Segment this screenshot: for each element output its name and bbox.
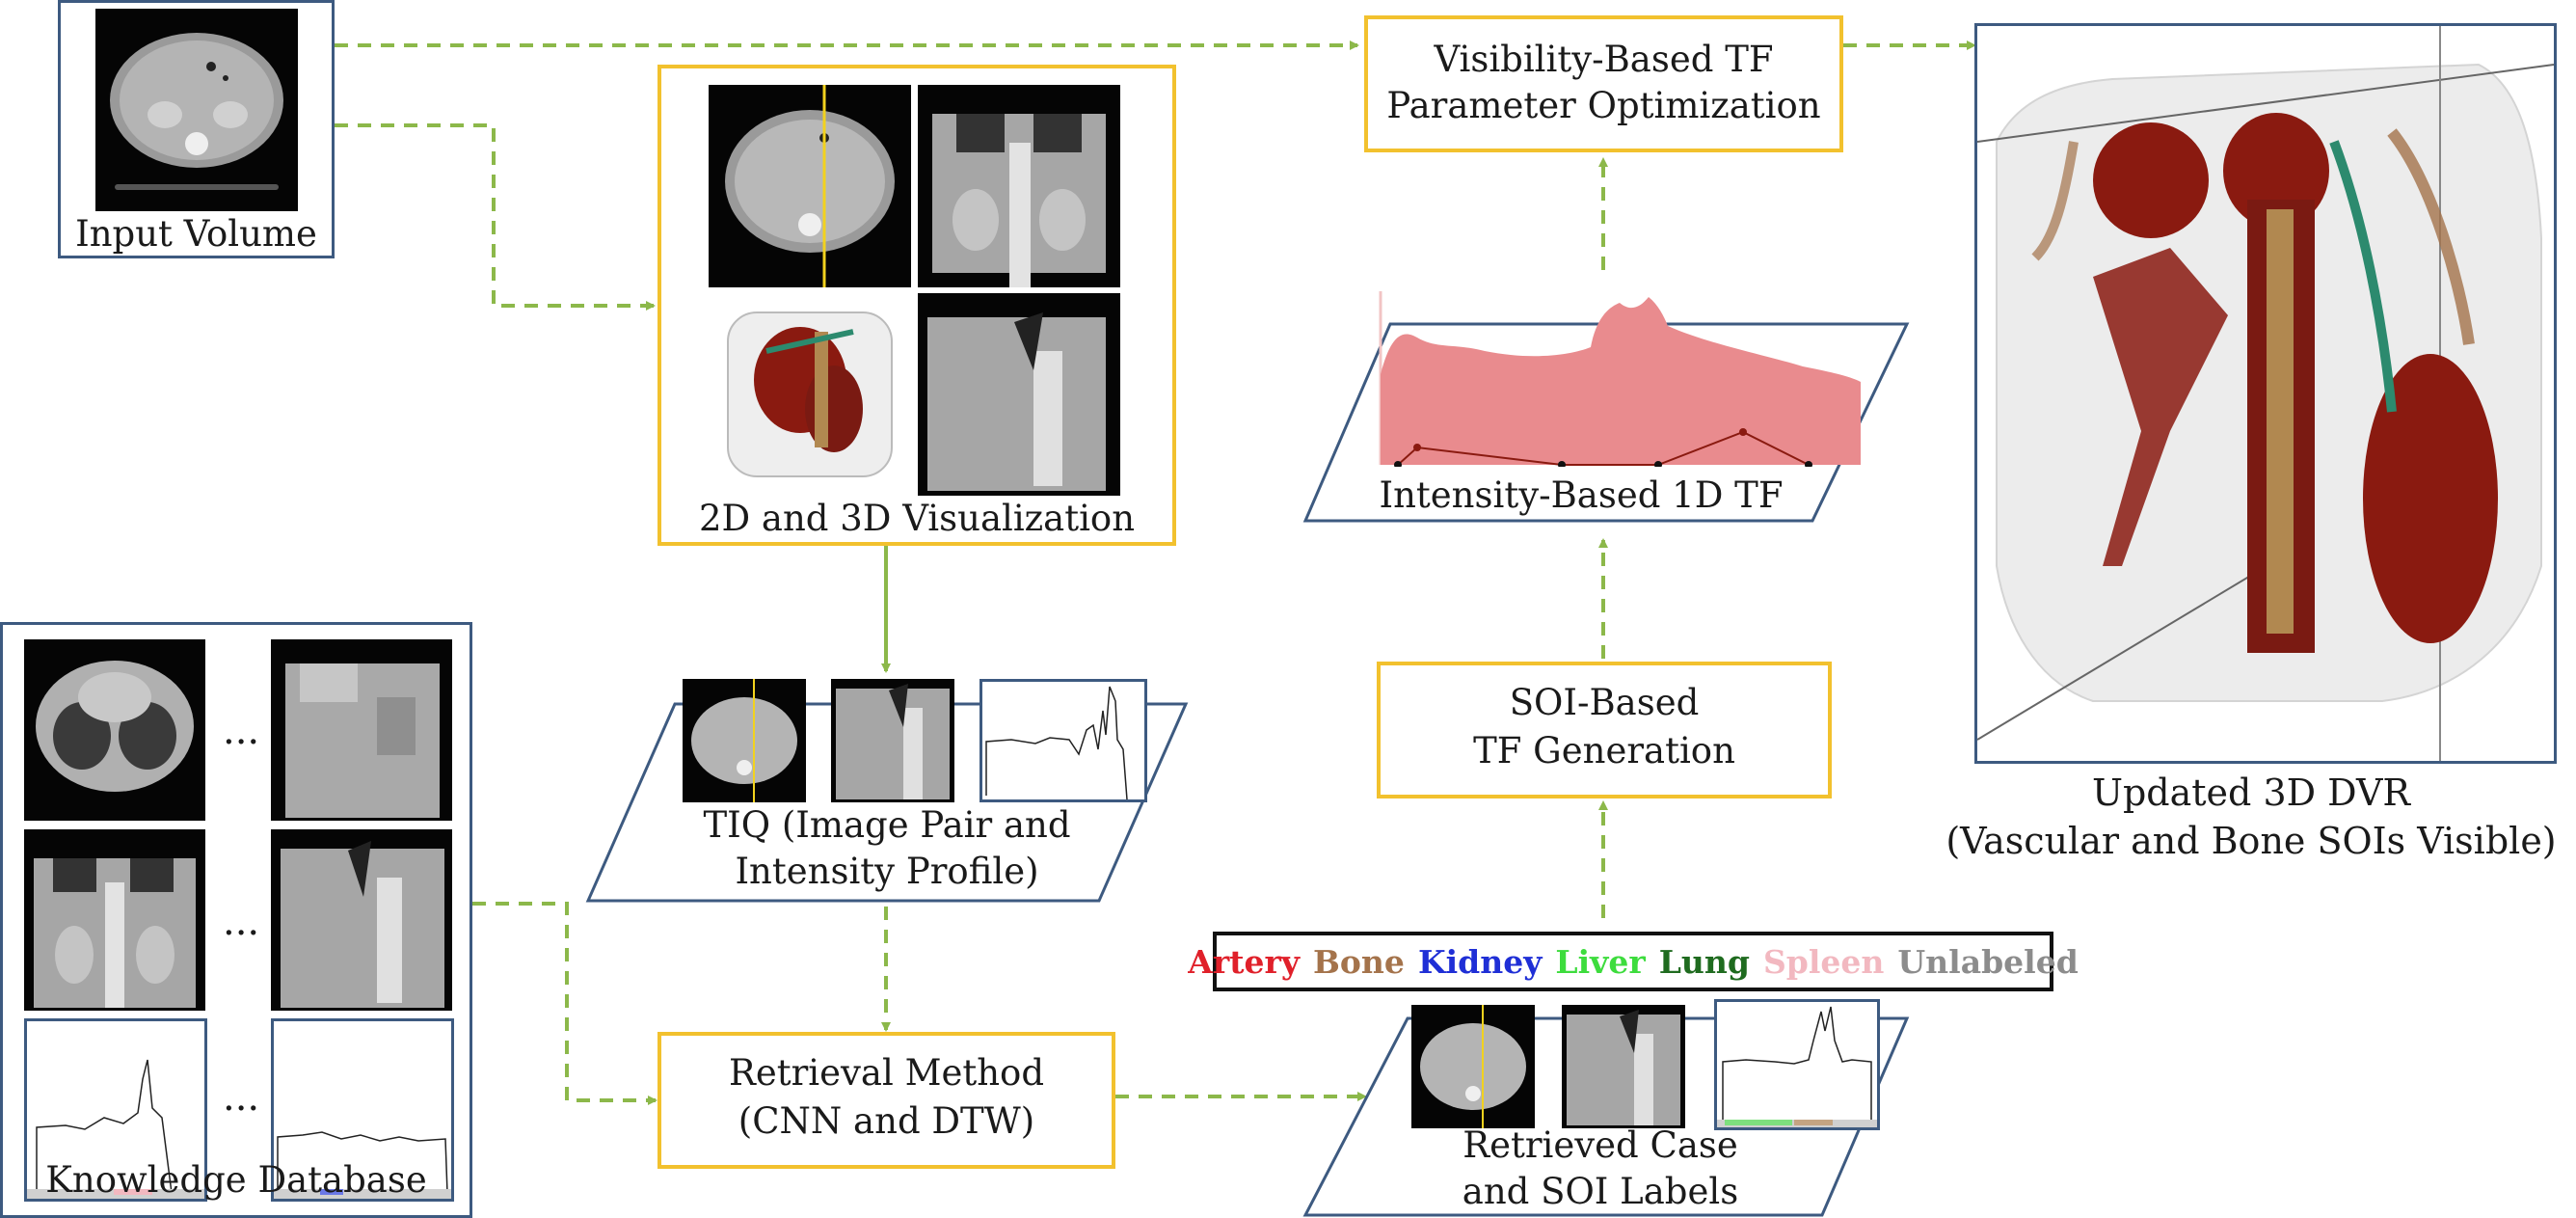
- tiq-axial-slice: [683, 679, 806, 802]
- tiq-sagittal-slice: [831, 679, 954, 802]
- input-volume-node: Input Volume: [58, 0, 335, 258]
- edge-input-to-viz: [335, 123, 656, 311]
- legend-lung: Lung: [1658, 942, 1750, 981]
- retrieved-sagittal-slice: [1562, 1005, 1685, 1128]
- legend-liver: Liver: [1555, 942, 1646, 981]
- viz-axial-slice: [709, 85, 911, 287]
- knowledge-database-node: ... ... ...: [0, 622, 472, 1218]
- db-coronal-slice-1: [271, 639, 452, 821]
- db-axial-slice: [24, 639, 205, 821]
- dvr-label-line1: Updated 3D DVR: [2091, 771, 2411, 814]
- viz-sagittal-slice: [918, 293, 1120, 496]
- db-ellipsis-3: ...: [223, 1075, 260, 1120]
- retrieved-axial-slice: [1411, 1005, 1535, 1128]
- visualization-label: 2D and 3D Visualization: [698, 498, 1136, 539]
- retrieval-label-line2: (CNN and DTW): [738, 1100, 1035, 1142]
- legend-spleen: Spleen: [1762, 942, 1885, 981]
- retrieved-intensity-profile: [1714, 999, 1880, 1130]
- viz-coronal-slice: [918, 85, 1120, 287]
- retrieval-method-node: Retrieval Method (CNN and DTW): [657, 1032, 1115, 1169]
- tf-1d-label: Intensity-Based 1D TF: [1379, 474, 1784, 516]
- dvr-label-line2: (Vascular and Bone SOIs Visible): [1945, 820, 2557, 862]
- soi-legend: Artery Bone Kidney Liver Lung Spleen Unl…: [1188, 932, 2079, 991]
- visibility-label-line2: Parameter Optimization: [1386, 85, 1821, 126]
- knowledge-database-label: Knowledge Database: [45, 1159, 427, 1201]
- tiq-label-line2: Intensity Profile): [735, 851, 1039, 892]
- tf-histogram: [1379, 287, 1865, 469]
- db-ellipsis-1: ...: [223, 709, 260, 753]
- input-volume-label: Input Volume: [75, 213, 317, 255]
- db-sagittal-slice: [271, 829, 452, 1011]
- legend-unlabeled: Unlabeled: [1897, 942, 2079, 981]
- db-ellipsis-2: ...: [223, 900, 260, 944]
- db-coronal-slice-2: [24, 829, 205, 1011]
- updated-dvr-render: [1974, 23, 2557, 764]
- db-intensity-profile-1: [24, 1018, 207, 1202]
- legend-artery: Artery: [1188, 942, 1301, 981]
- visibility-label-line1: Visibility-Based TF: [1434, 39, 1774, 80]
- db-intensity-profile-2: [271, 1018, 454, 1202]
- edge-db-to-retrieval: [472, 902, 657, 1105]
- input-ct-slice: [95, 9, 298, 211]
- soi-tf-label-line2: TF Generation: [1473, 730, 1735, 771]
- retrieved-label-line1: Retrieved Case: [1462, 1124, 1738, 1166]
- retrieval-label-line1: Retrieval Method: [728, 1052, 1045, 1094]
- visibility-optimization-node: Visibility-Based TF Parameter Optimizati…: [1364, 15, 1843, 152]
- tiq-intensity-profile: [979, 679, 1147, 802]
- legend-bone: Bone: [1313, 942, 1405, 981]
- retrieved-label-line2: and SOI Labels: [1462, 1171, 1739, 1212]
- soi-tf-generation-node: SOI-Based TF Generation: [1377, 662, 1832, 798]
- viz-3d-render: [709, 293, 911, 496]
- visualization-node: 2D and 3D Visualization: [657, 65, 1176, 546]
- tiq-label-line1: TIQ (Image Pair and: [703, 804, 1071, 846]
- legend-kidney: Kidney: [1417, 942, 1543, 981]
- soi-tf-label-line1: SOI-Based: [1509, 682, 1700, 723]
